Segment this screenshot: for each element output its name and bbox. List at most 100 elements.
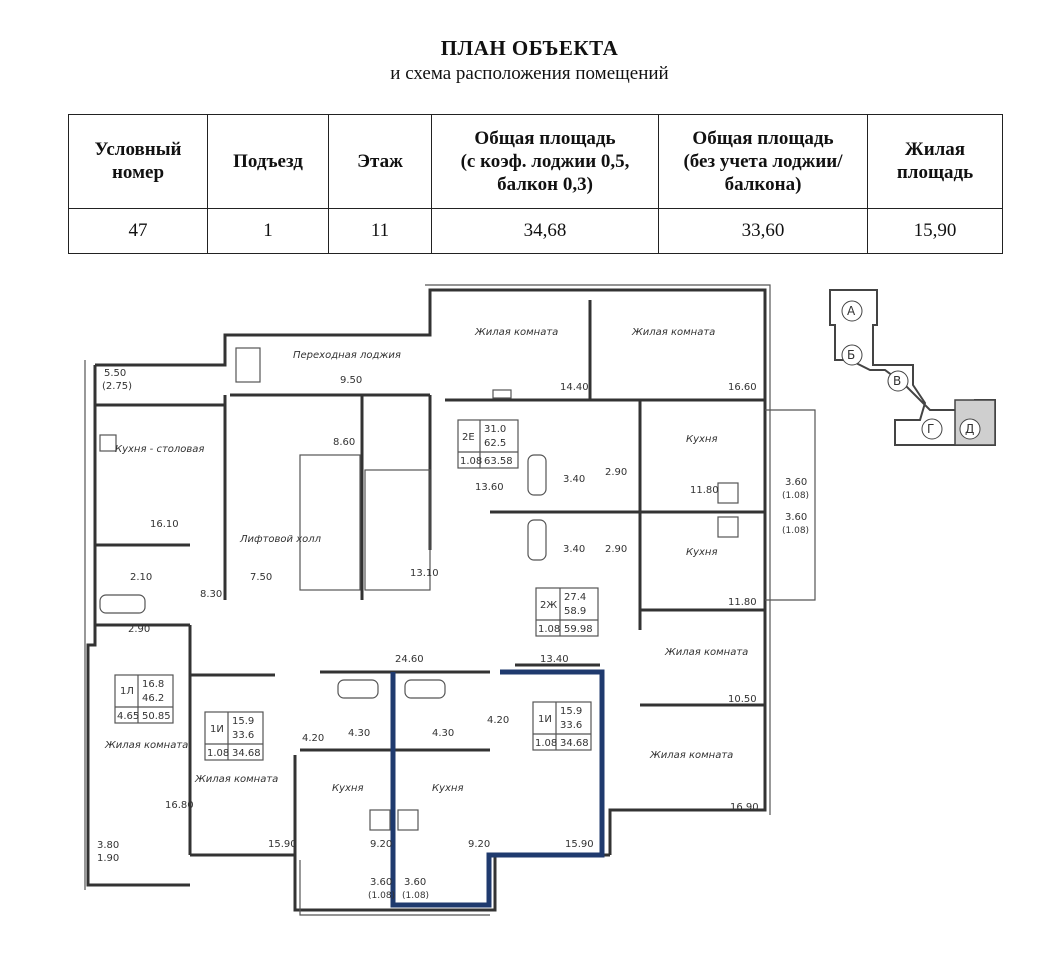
- col-header-floor: Этаж: [328, 114, 432, 209]
- label-kitchen: Кухня: [686, 434, 718, 445]
- plan-fixtures: [99, 347, 739, 831]
- col-header-living-area: Жилая площадь: [867, 114, 1003, 209]
- page-title: ПЛАН ОБЪЕКТА: [440, 36, 619, 60]
- area-label: 8.60: [333, 437, 355, 448]
- col-header-total-area-plain-note: (без учета лоджии/балкона): [683, 150, 843, 195]
- area-label: 4.20: [302, 733, 324, 744]
- area-label: 9.20: [468, 839, 490, 850]
- keymap-section-label: В: [893, 374, 901, 388]
- flat-coef: 4.65: [117, 711, 139, 722]
- area-label: 3.60: [785, 477, 807, 488]
- flat-living: 31.0: [484, 424, 506, 435]
- label-living-room: Жилая комната: [649, 750, 733, 761]
- cell-floor: 11: [328, 207, 432, 255]
- area-label: 13.40: [540, 654, 569, 665]
- area-label: (1.08): [368, 891, 395, 901]
- flat-coef: 1.08: [207, 748, 229, 759]
- cell-total-area-plain: 33,60: [658, 207, 868, 255]
- flat-box-1i-right: 1И 15.9 33.6 1.08 34.68: [532, 701, 592, 751]
- flat-coef: 1.08: [538, 624, 560, 635]
- area-label: 16.90: [730, 802, 759, 813]
- flat-living: 15.9: [232, 716, 254, 727]
- area-label: 16.10: [150, 519, 179, 530]
- flat-sum: 34.68: [232, 748, 261, 759]
- area-label: 2.90: [605, 467, 627, 478]
- plan-walls: [84, 284, 816, 916]
- label-kitchen: Кухня: [432, 783, 464, 794]
- area-label: (1.08): [782, 491, 809, 501]
- flat-living: 15.9: [560, 706, 582, 717]
- label-kitchen: Кухня: [686, 547, 718, 558]
- flat-total: 33.6: [232, 730, 254, 741]
- area-label: 4.20: [487, 715, 509, 726]
- col-header-total-area-coef-title: Общая площадь: [474, 127, 616, 149]
- table-row: 47 1 11 34,68 33,60 15,90: [68, 207, 1003, 255]
- flat-type: 2Ж: [540, 600, 557, 611]
- area-label: 24.60: [395, 654, 424, 665]
- keymap-marker: [841, 344, 863, 366]
- area-label: 3.60: [370, 877, 392, 888]
- flat-sum: 50.85: [142, 711, 171, 722]
- keymap-marker: [959, 418, 981, 440]
- area-label: 3.60: [404, 877, 426, 888]
- col-header-number: Условный номер: [68, 114, 208, 209]
- flat-living: 27.4: [564, 592, 586, 603]
- flat-living: 16.8: [142, 679, 164, 690]
- area-label: 3.60: [785, 512, 807, 523]
- flat-coef: 1.08: [535, 738, 557, 749]
- flat-total: 62.5: [484, 438, 506, 449]
- flat-type: 1И: [538, 714, 552, 725]
- flat-total: 46.2: [142, 693, 164, 704]
- area-label: 4.30: [432, 728, 454, 739]
- col-header-total-area-plain-title: Общая площадь: [692, 127, 834, 149]
- flat-box-2zh: 2Ж 27.4 58.9 1.08 59.98: [535, 587, 599, 637]
- section-keymap: А Б В Г Д: [829, 289, 996, 446]
- flat-total: 58.9: [564, 606, 586, 617]
- highlighted-flat-outline: [390, 669, 605, 908]
- area-label: 3.40: [563, 544, 585, 555]
- area-label: (1.08): [782, 526, 809, 536]
- label-kitchen-dining: Кухня - столовая: [115, 444, 204, 455]
- keymap-marker: [841, 300, 863, 322]
- keymap-section-label: А: [847, 304, 856, 318]
- flat-type: 2Е: [462, 432, 475, 443]
- area-label: 16.60: [728, 382, 757, 393]
- area-label: 13.60: [475, 482, 504, 493]
- cell-entrance: 1: [207, 207, 329, 255]
- col-header-entrance: Подъезд: [207, 114, 329, 209]
- col-header-total-area-coef-note: (с коэф. лоджии 0,5, балкон 0,3): [460, 150, 630, 195]
- area-label: 16.80: [165, 800, 194, 811]
- floor-plan: Переходная лоджия Лифтовой холл Кухня - …: [84, 284, 816, 916]
- keymap-marker: [921, 418, 943, 440]
- area-label: (2.75): [102, 381, 132, 392]
- flat-type: 1Л: [120, 686, 134, 697]
- keymap-marker: [887, 370, 909, 392]
- area-label: 15.90: [268, 839, 297, 850]
- table-header-row: Условный номер Подъезд Этаж Общая площад…: [68, 114, 1003, 209]
- label-living-room: Жилая комната: [474, 327, 558, 338]
- keymap-section-label: Г: [927, 422, 934, 436]
- area-label: 2.90: [128, 624, 150, 635]
- area-label: (1.08): [402, 891, 429, 901]
- area-label: 7.50: [250, 572, 272, 583]
- area-label: 10.50: [728, 694, 757, 705]
- col-header-total-area-plain: Общая площадь (без учета лоджии/балкона): [658, 114, 868, 209]
- label-kitchen: Кухня: [332, 783, 364, 794]
- flat-sum: 63.58: [484, 456, 513, 467]
- cell-number: 47: [68, 207, 208, 255]
- flat-box-2e: 2Е 31.0 62.5 1.08 63.58: [457, 419, 519, 469]
- flat-sum: 34.68: [560, 738, 589, 749]
- area-label: 9.50: [340, 375, 362, 386]
- label-loggia: Переходная лоджия: [293, 350, 401, 361]
- flat-total: 33.6: [560, 720, 582, 731]
- page-subtitle: и схема расположения помещений: [390, 63, 669, 84]
- label-living-room: Жилая комната: [664, 647, 748, 658]
- area-label: 5.50: [104, 368, 126, 379]
- flat-box-1l: 1Л 16.8 46.2 4.65 50.85: [114, 674, 174, 724]
- area-label: 8.30: [200, 589, 222, 600]
- flat-type: 1И: [210, 724, 224, 735]
- area-label: 13.10: [410, 568, 439, 579]
- label-living-room: Жилая комната: [104, 740, 188, 751]
- area-label: 14.40: [560, 382, 589, 393]
- area-label: 3.80: [97, 840, 119, 851]
